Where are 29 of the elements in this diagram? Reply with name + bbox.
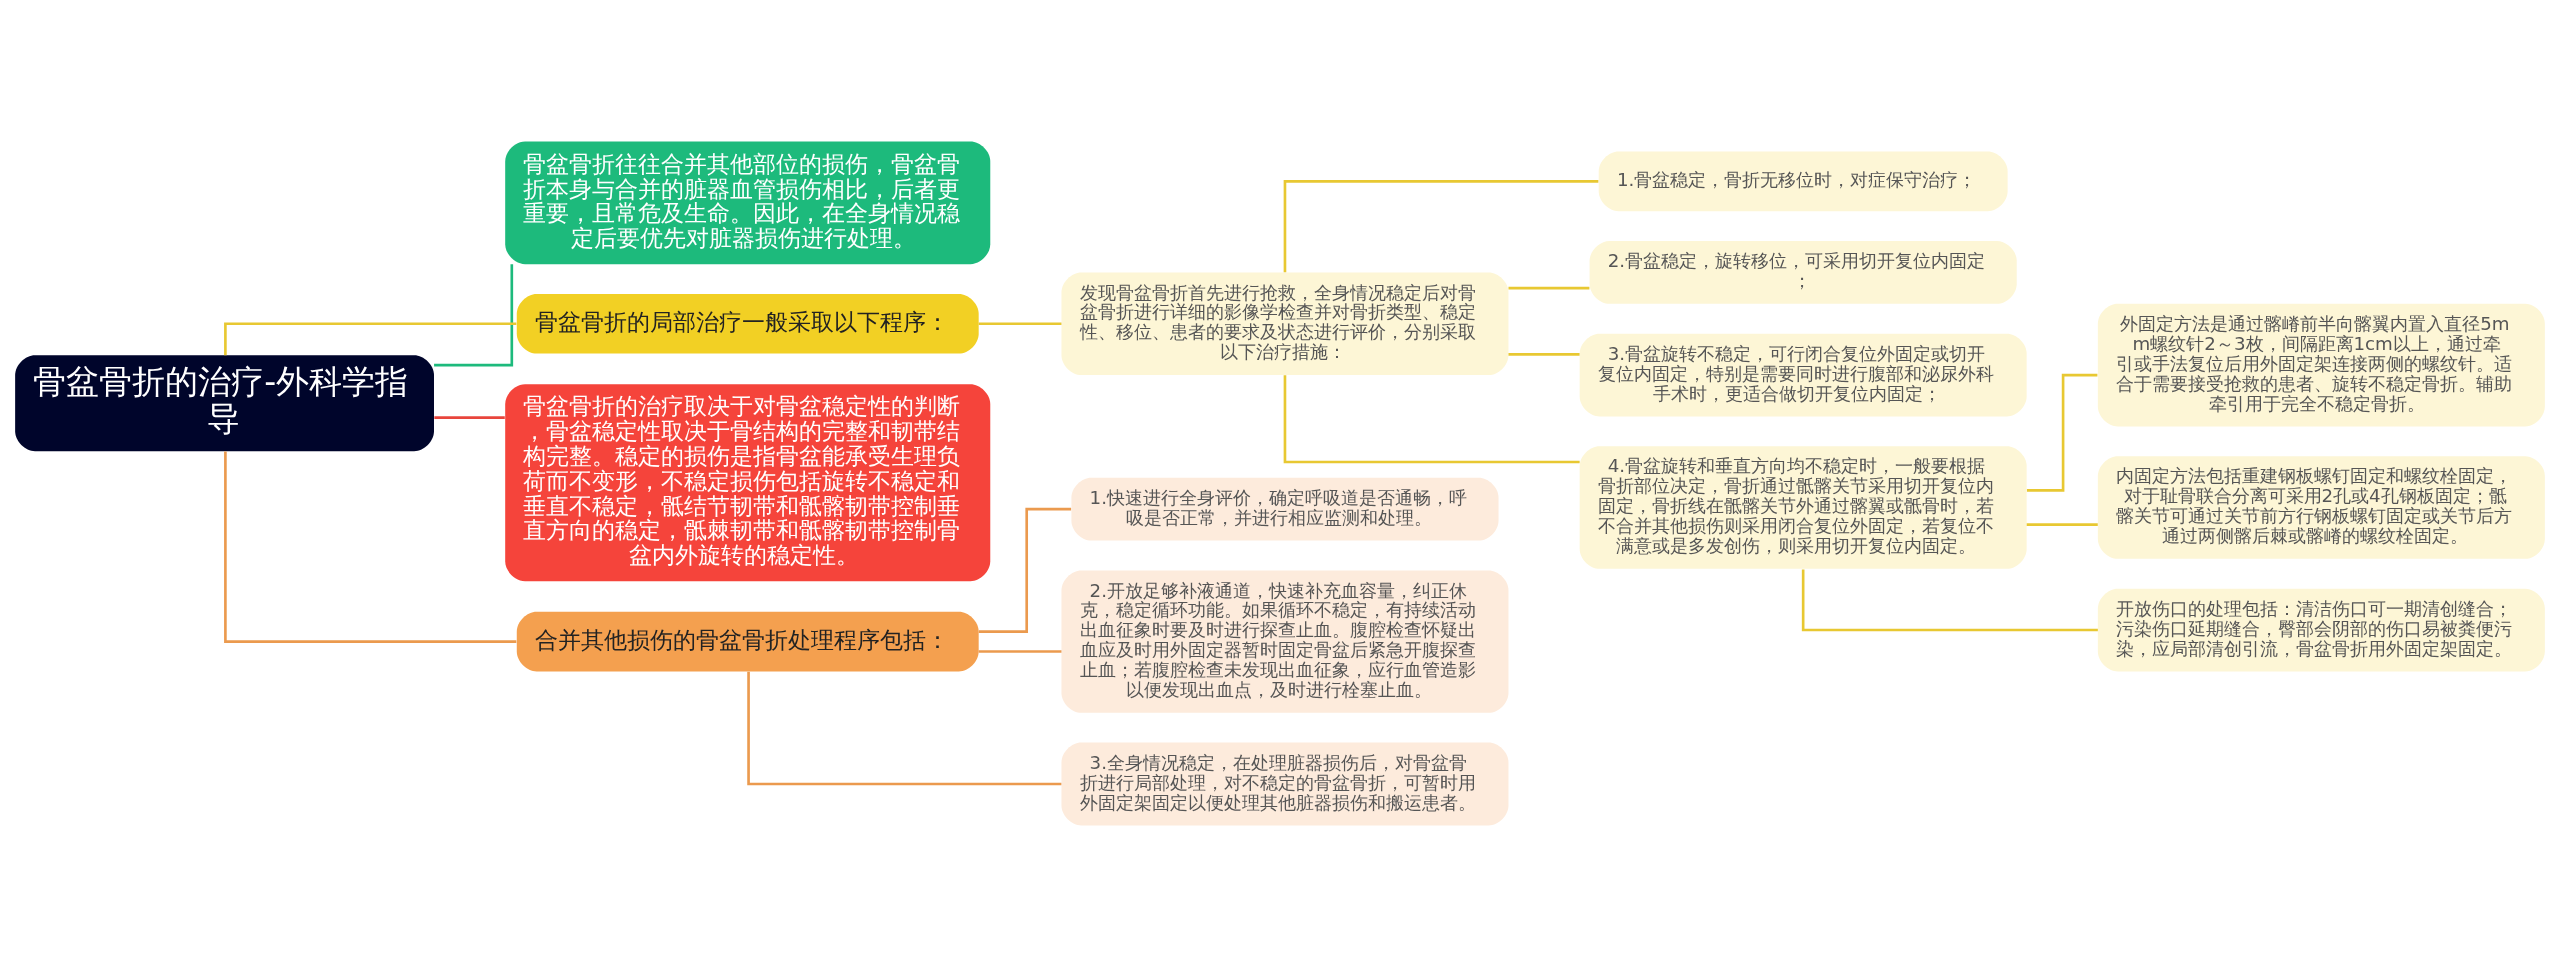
connector [1283,180,1599,273]
node-box: 骨盆骨折的治疗-外科学指导 [15,355,434,452]
connector [747,671,1062,786]
connector [434,264,514,367]
node-box: 1.快速进行全身评价，确定呼吸道是否通畅，呼吸是否正常，并进行相应监测和处理。 [1071,477,1499,541]
node-box: 3.骨盆旋转不稳定，可行闭合复位外固定或切开复位内固定，特别是需要同时进行腹部和泌尿外科手术时，更适合做切开复位内固定； [1579,333,2027,417]
node-box: 开放伤口的处理包括：清洁伤口可一期清创缝合；污染伤口延期缝合，臀部会阴部的伤口易被粪便污染，应局部清创引流，骨盆骨折用外固定架固定。 [2097,588,2545,672]
node-box: 2.骨盆稳定，旋转移位，可采用切开复位内固定； [1589,240,2017,304]
node-box: 4.骨盆旋转和垂直方向均不稳定时，一般要根据骨折部位决定，骨折通过骶髂关节采用切开复位内固定，骨折线在骶髂关节外通过髂翼或骶骨时，若不合并其他损伤则采用闭合复位外固定，若复位不满意或是多发创伤，则采用切开复位内固定。 [1579,446,2027,569]
connector [1508,353,1580,356]
node-box: 外固定方法是通过髂嵴前半向髂翼内置入直径5mm螺纹针2～3枚，间隔距离1cm以上，通过牵引或手法复位后用外固定架连接两侧的螺纹针。适合于需要接受抢救的患者、旋转不稳定骨折。辅助牵引用于完全不稳定骨折。 [2097,303,2545,427]
node-box: 骨盆骨折的治疗取决于对骨盆稳定性的判断，骨盆稳定性取决于骨结构的完整和韧带结构完整。稳定的损伤是指骨盆能承受生理负荷而不变形，不稳定损伤包括旋转不稳定和垂直不稳定，骶结节韧带和骶髂韧带控制垂直方向的稳定，骶棘韧带和骶髂韧带控制骨盆内外旋转的稳定性。 [505,384,991,582]
node-box: 骨盆骨折的局部治疗一般采取以下程序： [516,293,979,354]
connector [1801,569,2098,632]
connector [2026,523,2098,526]
connector [434,416,505,419]
connector [224,451,517,643]
connector [978,322,1062,326]
node-box: 骨盆骨折往往合并其他部位的损伤，骨盆骨折本身与合并的脏器血管损伤相比，后者更重要，且常危及生命。因此，在全身情况稳定后要优先对脏器损伤进行处理。 [505,141,991,265]
node-box: 1.骨盆稳定，骨折无移位时，对症保守治疗； [1598,151,2008,212]
connector [978,650,1062,653]
connector [1283,375,1580,464]
node-box: 合并其他损伤的骨盆骨折处理程序包括： [516,611,979,672]
node-box: 3.全身情况稳定，在处理脏器损伤后，对骨盆骨折进行局部处理，对不稳定的骨盆骨折，可暂时用外固定架固定以便处理其他脏器损伤和搬运患者。 [1061,742,1509,826]
node-box: 发现骨盆骨折首先进行抢救，全身情况稳定后对骨盆骨折进行详细的影像学检查并对骨折类型、稳定性、移位、患者的要求及状态进行评价，分别采取以下治疗措施： [1061,272,1509,376]
connector [1508,286,1590,290]
node-box: 内固定方法包括重建钢板螺钉固定和螺纹栓固定，对于耻骨联合分离可采用2孔或4孔钢板固定；骶髂关节可通过关节前方行钢板螺钉固定或关节后方通过两侧髂后棘或髂嵴的螺纹栓固定。 [2097,456,2545,559]
connector [978,507,1072,633]
node-box: 2.开放足够补液通道，快速补充血容量，纠正休克，稳定循环功能。如果循环不稳定，有持续活动出血征象时要及时进行探查止血。腹腔检查怀疑出血应及时用外固定器暂时固定骨盆后紧急开腹探查止血；若腹腔检查未发现出血征象，应行血管造影以便发现出血点，及时进行栓塞止血。 [1061,570,1509,713]
